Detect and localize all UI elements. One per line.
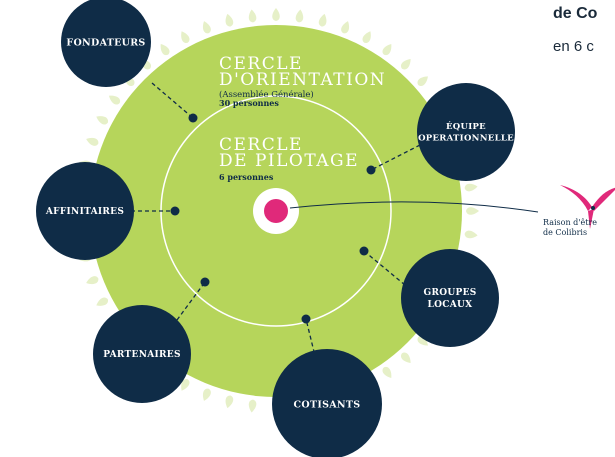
connector-groupes <box>363 250 406 286</box>
pilotage-title-line2: de Pilotage <box>219 151 359 171</box>
pilotage-count: 6 personnes <box>219 172 274 182</box>
connector-equipe <box>370 144 421 171</box>
connector-dot <box>366 165 376 175</box>
orientation-count: 30 personnes <box>219 98 279 108</box>
connector-dot <box>301 314 311 324</box>
orientation-title-line2: d'Orientation <box>219 70 386 90</box>
connector-dot <box>200 277 210 287</box>
petal <box>108 95 121 105</box>
petal <box>382 366 392 379</box>
satellite-circle <box>36 162 134 260</box>
connector-dot <box>359 246 369 256</box>
petal <box>417 76 428 87</box>
petal <box>181 31 190 44</box>
connector-dot <box>170 206 180 216</box>
petal <box>225 13 234 27</box>
petal <box>181 378 190 391</box>
satellite-nodes: FondateursÉquipe operationnelleAffinitair… <box>36 0 515 457</box>
petal <box>341 21 350 34</box>
pilotage-title-line1: Cercle <box>219 135 303 155</box>
connector-dots <box>170 113 376 324</box>
petal <box>362 31 371 44</box>
satellite-label: Groupes <box>423 288 476 298</box>
petal <box>96 116 109 125</box>
petal <box>400 59 411 70</box>
petal <box>464 230 478 239</box>
petal <box>318 13 327 27</box>
center-dot <box>264 199 288 223</box>
petal <box>295 9 304 23</box>
header-title-partial: de Co <box>553 5 598 22</box>
raison-label-line1: Raison d'être <box>543 218 597 227</box>
satellite-circle <box>93 305 191 403</box>
petal <box>202 388 211 401</box>
connector-dot <box>188 113 198 123</box>
satellite-label: Affinitaires <box>45 207 124 217</box>
satellite-circle <box>61 0 151 87</box>
satellite-node: Affinitaires <box>36 162 134 260</box>
petal <box>248 399 257 413</box>
petal <box>382 43 392 56</box>
satellite-label: Fondateurs <box>66 37 145 48</box>
satellite-node: Partenaires <box>93 305 191 403</box>
petal <box>96 297 109 306</box>
satellite-circle <box>401 249 499 347</box>
hummingbird-icon <box>560 185 615 229</box>
petal <box>86 276 99 285</box>
raison-pointer-line <box>289 201 539 213</box>
connector-fondateurs <box>151 82 194 119</box>
petal <box>464 183 478 192</box>
petal <box>400 352 411 363</box>
satellite-label: Cotisants <box>294 399 361 410</box>
satellite-node: Cotisants <box>272 349 382 457</box>
satellite-label: Équipe <box>446 120 486 132</box>
petal <box>160 43 170 56</box>
header-subtitle-partial: en 6 c <box>553 38 594 55</box>
petal <box>86 137 99 146</box>
satellite-label: Partenaires <box>103 350 181 360</box>
orientation-title-line1: Cercle <box>219 54 303 74</box>
petal <box>417 335 428 346</box>
petal <box>248 9 257 23</box>
orientation-note: (Assemblée Générale) <box>219 89 314 100</box>
petal <box>225 395 234 409</box>
satellite-label: operationnelle <box>418 134 514 144</box>
satellite-node: Groupes locaux <box>401 249 499 347</box>
petal <box>272 8 280 21</box>
connectors <box>131 82 421 361</box>
petal <box>466 207 479 215</box>
satellite-circle <box>272 349 382 457</box>
satellite-label: locaux <box>428 300 473 310</box>
satellite-circle <box>417 83 515 181</box>
petal <box>202 21 211 34</box>
satellite-node: Fondateurs <box>61 0 151 87</box>
raison-label-line2: de Colibris <box>543 228 587 237</box>
satellite-node: Équipe operationnelle <box>417 83 515 181</box>
connector-partenaires <box>176 281 206 321</box>
